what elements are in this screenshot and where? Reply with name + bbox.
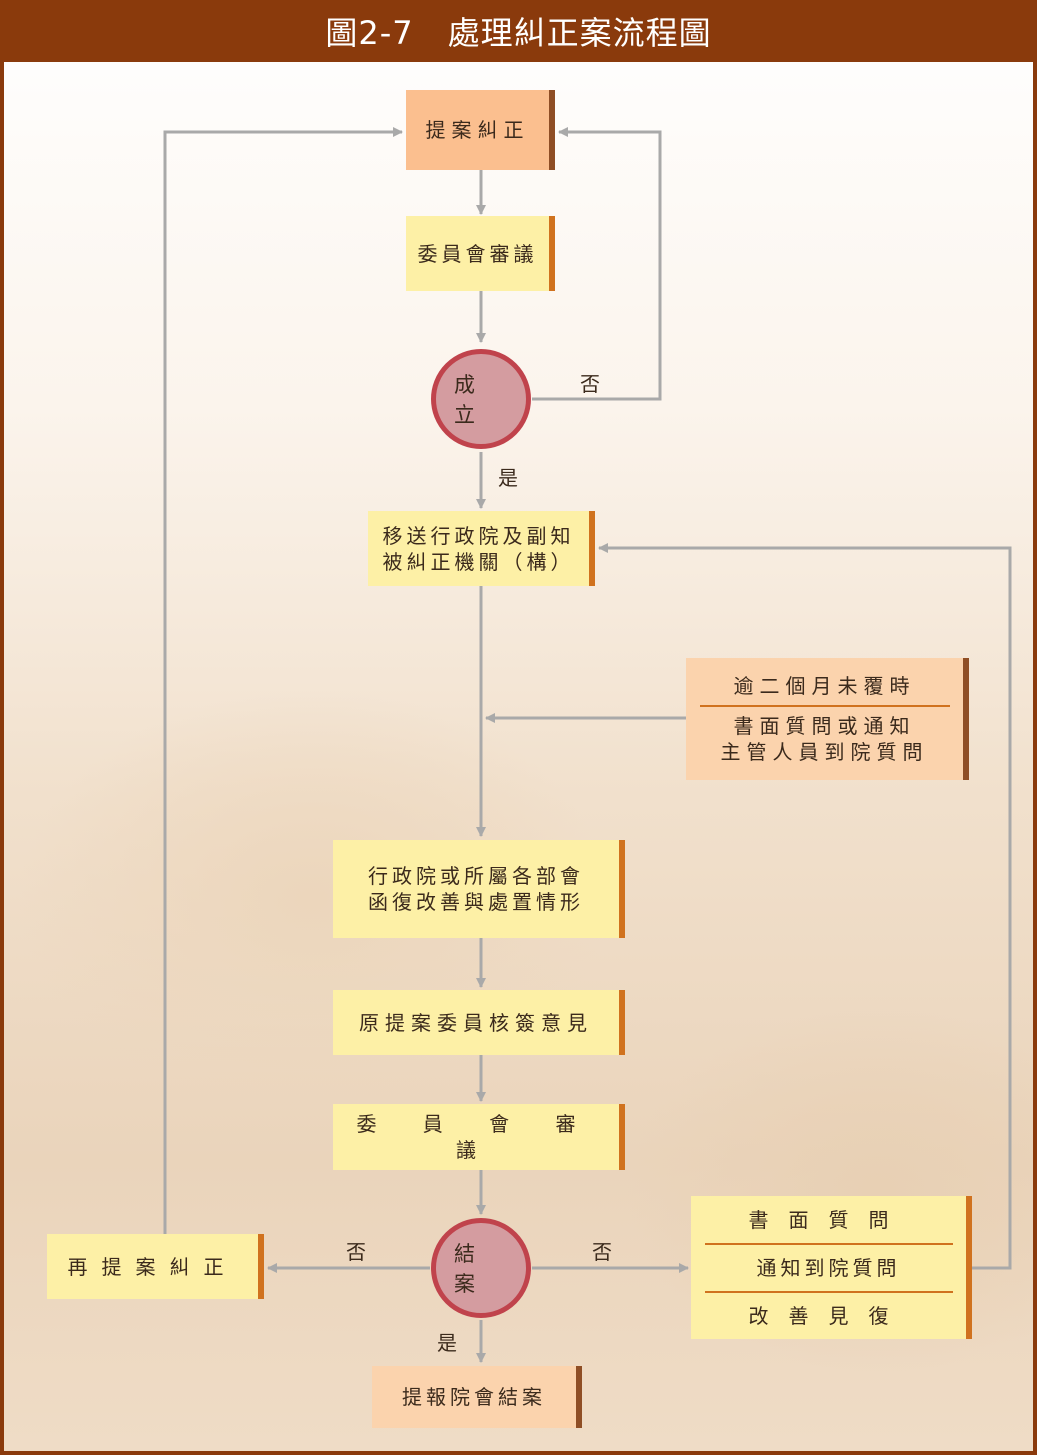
- node-overdue-inquiry: 逾二個月未覆時 書面質問或通知 主管人員到院質問: [686, 658, 969, 780]
- label-no-right: 否: [592, 1240, 612, 1264]
- figure-number: 圖2-7: [325, 14, 414, 52]
- label-no-1: 否: [580, 372, 600, 396]
- inquiry-separator-1: [704, 1242, 953, 1245]
- node-report-close: 提報院會結案: [372, 1366, 582, 1428]
- arrow-established-no-loop: [532, 127, 662, 401]
- inquiry-separator-2: [704, 1290, 953, 1293]
- arrow-inquiry-loop: [598, 543, 1012, 1270]
- label-no-left: 否: [346, 1240, 366, 1264]
- node-executive-reply: 行政院或所屬各部會 函復改善與處置情形: [333, 840, 625, 938]
- node-further-inquiry: 書面質問 通知到院質問 改善見復: [691, 1196, 972, 1339]
- node-committee-review-2: 委 員 會 審 議: [333, 1104, 625, 1170]
- decision-established: 成 立: [431, 349, 531, 449]
- node-committee-review-1: 委員會審議: [406, 216, 555, 291]
- label-yes-1: 是: [498, 466, 518, 490]
- label-yes-2: 是: [437, 1331, 457, 1355]
- figure-title: 處理糾正案流程圖: [447, 14, 712, 52]
- node-transfer-executive-yuan: 移送行政院及副知 被糾正機關（構）: [368, 511, 595, 586]
- node-re-propose: 再提案糾正: [47, 1234, 264, 1299]
- arrow-repropose-loop: [163, 127, 403, 1234]
- figure-header: 圖2-7 處理糾正案流程圖: [4, 0, 1033, 62]
- overdue-separator: [699, 705, 950, 707]
- decision-close-case: 結 案: [431, 1218, 531, 1318]
- node-propose: 提案糾正: [406, 90, 555, 170]
- node-original-proposer-review: 原提案委員核簽意見: [333, 990, 625, 1055]
